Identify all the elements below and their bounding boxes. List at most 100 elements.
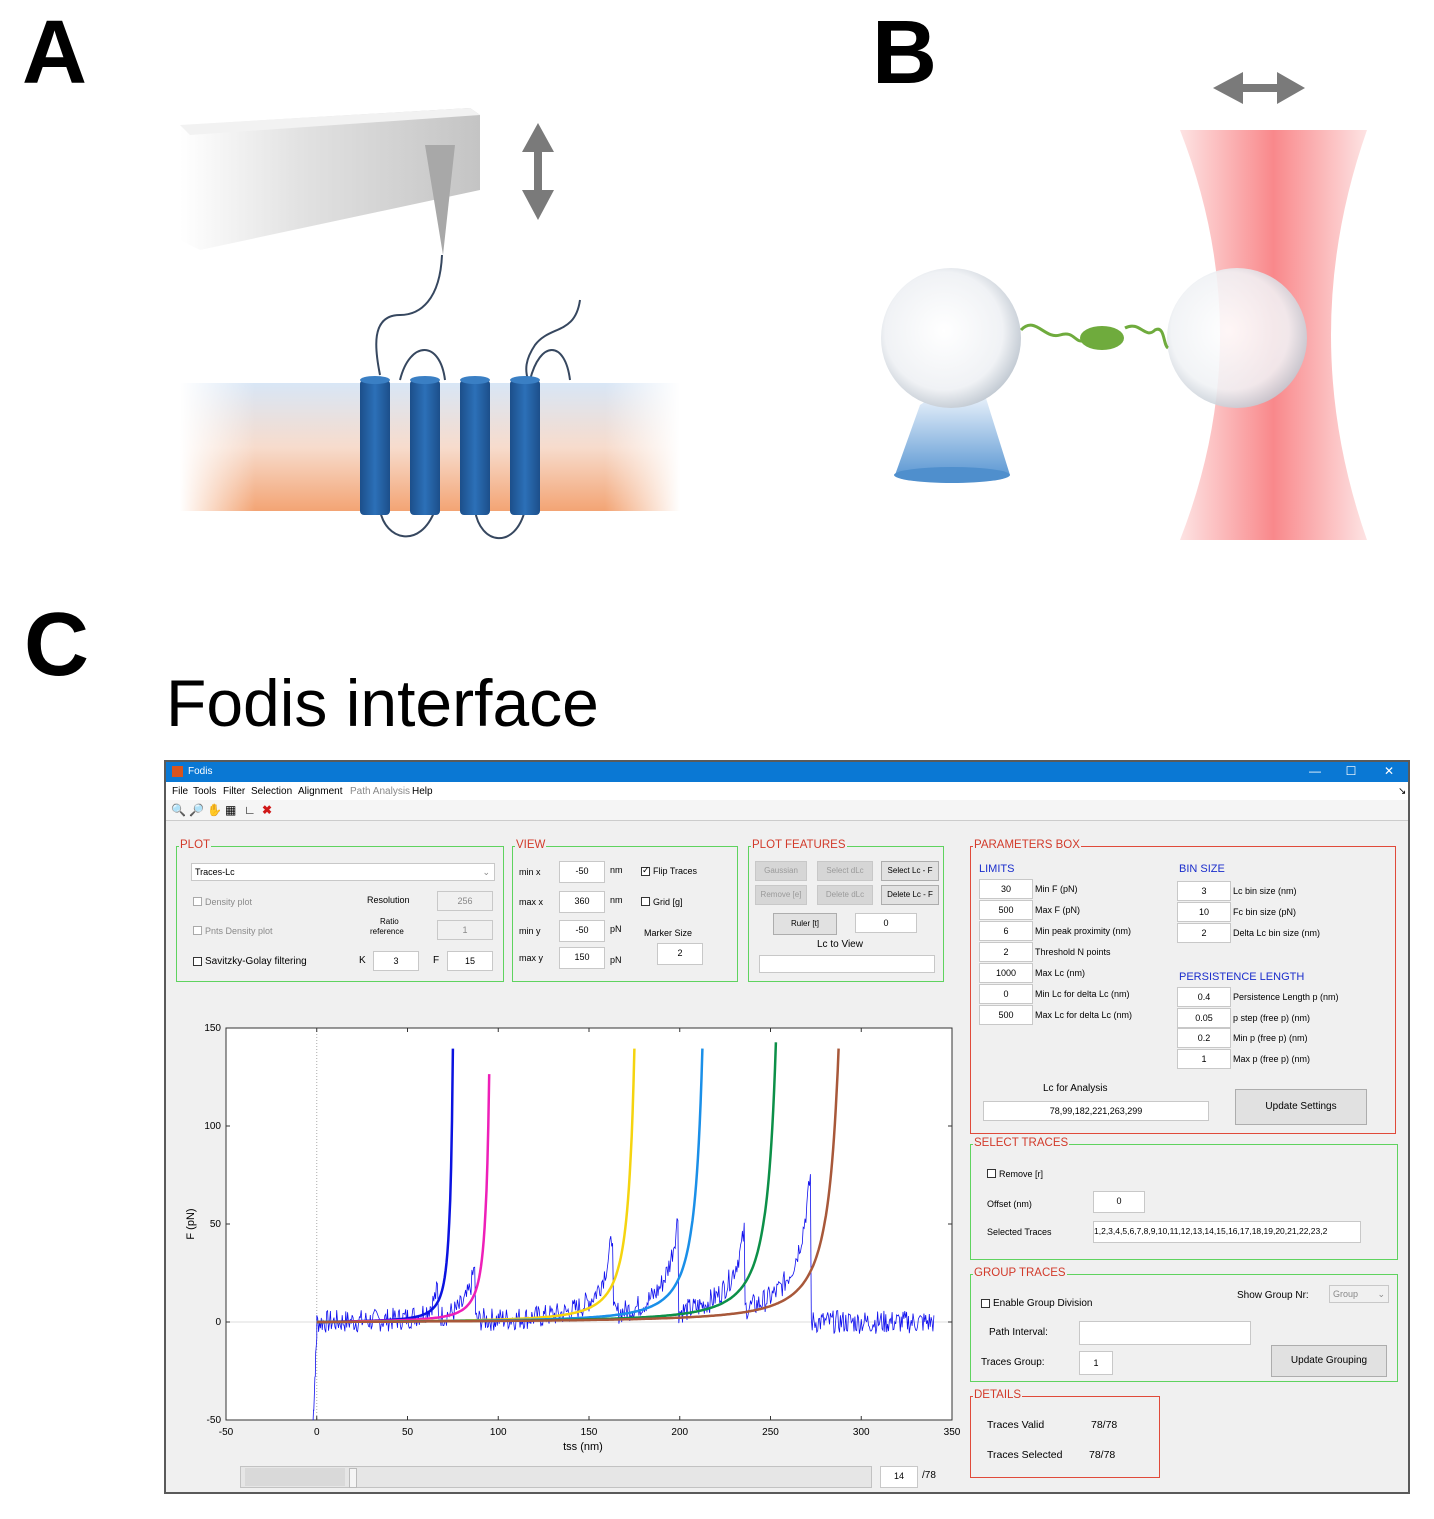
param-input[interactable]: 0.2	[1177, 1028, 1231, 1048]
matlab-icon	[172, 766, 183, 777]
zoom-out-icon[interactable]: 🔎	[189, 803, 204, 817]
max-x-input[interactable]: 360	[559, 891, 605, 913]
flip-traces-label: Flip Traces	[653, 866, 698, 876]
view-group: VIEW min x -50 nm max x 360 nm min y -50…	[512, 839, 738, 982]
chevron-down-icon: ⌄	[1377, 1289, 1385, 1299]
horizontal-arrow-icon	[1213, 72, 1305, 104]
wlc-fit-curve-5	[316, 1048, 840, 1324]
traces-selected-value: 78/78	[1089, 1449, 1116, 1461]
delete-red-x-icon[interactable]: ✖	[262, 803, 273, 817]
maximize-button[interactable]: ☐	[1345, 764, 1357, 778]
param-input[interactable]: 2	[1177, 923, 1231, 943]
param-input[interactable]: 500	[979, 1005, 1033, 1025]
plot-group-title: PLOT	[179, 839, 212, 851]
show-group-dropdown[interactable]: Group ⌄	[1329, 1285, 1389, 1303]
menu-dock-arrow-icon[interactable]: ↘	[1398, 786, 1407, 797]
x-tick-label: 100	[490, 1427, 507, 1438]
marker-size-input[interactable]: 2	[657, 943, 703, 965]
menu-alignment[interactable]: Alignment	[298, 786, 343, 797]
offset-input[interactable]: 0	[1093, 1191, 1145, 1213]
menu-help[interactable]: Help	[412, 786, 433, 797]
k-input[interactable]: 3	[373, 951, 419, 971]
close-button[interactable]: ✕	[1383, 764, 1395, 778]
update-grouping-button[interactable]: Update Grouping	[1271, 1345, 1387, 1377]
max-y-label: max y	[519, 953, 544, 963]
savitzky-golay-label: Savitzky-Golay filtering	[205, 956, 307, 967]
select-dlc-button[interactable]: Select dLc	[817, 861, 873, 881]
plot-type-dropdown[interactable]: Traces-Lc⌄	[191, 863, 495, 881]
f-input[interactable]: 15	[447, 951, 493, 971]
traces-group-input[interactable]: 1	[1079, 1351, 1113, 1375]
minimize-button[interactable]: —	[1309, 764, 1321, 778]
brush-icon[interactable]: ∟	[244, 803, 256, 817]
lc-to-view-input[interactable]	[759, 955, 935, 973]
param-input[interactable]: 6	[979, 921, 1033, 941]
density-plot-checkbox[interactable]	[193, 897, 202, 906]
ruler-value-input[interactable]: 0	[855, 913, 917, 933]
trace-index-input[interactable]: 14	[880, 1466, 918, 1488]
k-label: K	[359, 955, 366, 966]
param-input[interactable]: 3	[1177, 881, 1231, 901]
ratio-reference-input[interactable]: 1	[437, 920, 493, 940]
pnts-density-checkbox[interactable]	[193, 926, 202, 935]
y-axis-label: F (pN)	[185, 1208, 197, 1239]
remove-button[interactable]: Remove [e]	[755, 885, 807, 905]
param-input[interactable]: 2	[979, 942, 1033, 962]
menu-path-analysis[interactable]: Path Analysis	[350, 786, 411, 797]
ratio-label: Ratio	[380, 917, 399, 926]
path-interval-input[interactable]	[1079, 1321, 1251, 1345]
zoom-in-icon[interactable]: 🔍	[171, 803, 186, 817]
f-label: F	[433, 955, 440, 966]
parameters-box-title: PARAMETERS BOX	[973, 839, 1081, 851]
max-y-input[interactable]: 150	[559, 947, 605, 969]
enable-group-checkbox[interactable]	[981, 1299, 990, 1308]
ruler-button[interactable]: Ruler [t]	[773, 913, 837, 935]
delete-lc-f-button[interactable]: Delete Lc - F	[881, 885, 939, 905]
plot-features-title: PLOT FEATURES	[751, 839, 847, 851]
select-traces-title: SELECT TRACES	[973, 1137, 1070, 1149]
vertical-arrow-icon	[522, 123, 554, 220]
menu-selection[interactable]: Selection	[251, 786, 293, 797]
fodis-window: Fodis — ☐ ✕ File Tools Filter Selection …	[164, 760, 1410, 1494]
param-input[interactable]: 0.05	[1177, 1007, 1231, 1028]
grid-checkbox[interactable]	[641, 897, 650, 906]
selected-traces-label: Selected Traces	[987, 1227, 1052, 1237]
x-tick-label: 200	[671, 1427, 688, 1438]
data-cursor-icon[interactable]: ▦	[225, 803, 237, 817]
force-trace	[312, 1174, 935, 1421]
select-lc-f-button[interactable]: Select Lc - F	[881, 861, 939, 881]
param-input[interactable]: 0	[979, 984, 1033, 1004]
slider-thumb[interactable]	[349, 1468, 357, 1488]
min-x-input[interactable]: -50	[559, 861, 605, 883]
remove-traces-checkbox[interactable]	[987, 1169, 996, 1178]
window-title: Fodis	[188, 766, 213, 777]
figure-title: Fodis interface	[166, 666, 599, 740]
trace-slider[interactable]	[240, 1466, 872, 1488]
lc-for-analysis-input[interactable]: 78,99,182,221,263,299	[983, 1101, 1209, 1121]
param-input[interactable]: 10	[1177, 902, 1231, 922]
savitzky-golay-checkbox[interactable]	[193, 957, 202, 966]
persistence-heading: PERSISTENCE LENGTH	[1179, 971, 1305, 983]
lc-to-view-label: Lc to View	[817, 939, 863, 950]
selected-traces-input[interactable]: 1,2,3,4,5,6,7,8,9,10,11,12,13,14,15,16,1…	[1093, 1221, 1361, 1243]
y-tick-label: 0	[215, 1317, 221, 1328]
param-input[interactable]: 1	[1177, 1048, 1231, 1069]
update-settings-button[interactable]: Update Settings	[1235, 1089, 1367, 1125]
param-input[interactable]: 500	[979, 900, 1033, 920]
menu-tools[interactable]: Tools	[193, 786, 217, 797]
gaussian-button[interactable]: Gaussian	[755, 861, 807, 881]
param-input[interactable]: 1000	[979, 963, 1033, 983]
flip-traces-checkbox[interactable]	[641, 865, 650, 876]
show-group-value: Group	[1333, 1289, 1359, 1299]
menu-file[interactable]: File	[172, 786, 189, 797]
pan-hand-icon[interactable]: ✋	[207, 803, 222, 817]
param-input[interactable]: 0.4	[1177, 987, 1231, 1007]
param-input[interactable]: 30	[979, 879, 1033, 899]
max-x-unit: nm	[610, 895, 623, 905]
x-tick-label: 350	[944, 1427, 961, 1438]
menu-filter[interactable]: Filter	[223, 786, 246, 797]
resolution-input[interactable]: 256	[437, 891, 493, 911]
min-y-input[interactable]: -50	[559, 920, 605, 942]
delete-dlc-button[interactable]: Delete dLc	[817, 885, 873, 905]
